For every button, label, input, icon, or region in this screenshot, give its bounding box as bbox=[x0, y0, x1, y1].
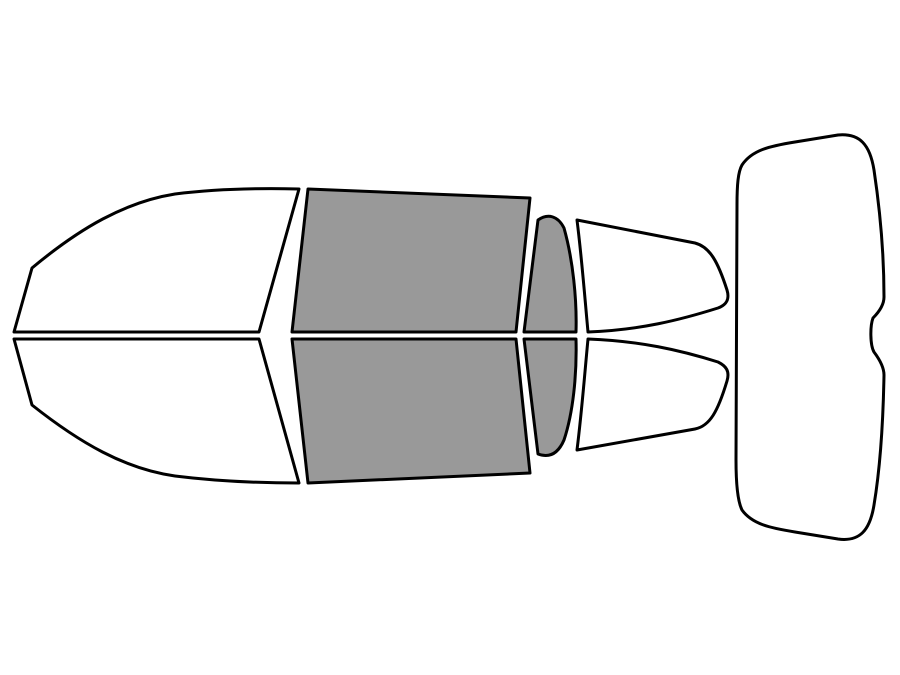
front-door-upper-pane[interactable] bbox=[290, 187, 532, 334]
quarter-window-lower-pane[interactable] bbox=[575, 337, 730, 452]
rear-door-lower-pane[interactable] bbox=[522, 337, 578, 457]
windshield-group bbox=[12, 187, 301, 485]
rear-window-pane[interactable] bbox=[734, 133, 886, 541]
rear-window-group bbox=[734, 133, 886, 541]
quarter-window-upper-pane[interactable] bbox=[575, 218, 730, 334]
front-door-group bbox=[290, 187, 532, 485]
rear-door-upper-pane[interactable] bbox=[522, 214, 578, 334]
windshield-upper-pane[interactable] bbox=[12, 187, 301, 334]
windshield-lower-pane[interactable] bbox=[12, 337, 301, 485]
rear-door-group bbox=[522, 214, 578, 457]
front-door-lower-pane[interactable] bbox=[290, 337, 532, 485]
quarter-window-group bbox=[575, 218, 730, 452]
